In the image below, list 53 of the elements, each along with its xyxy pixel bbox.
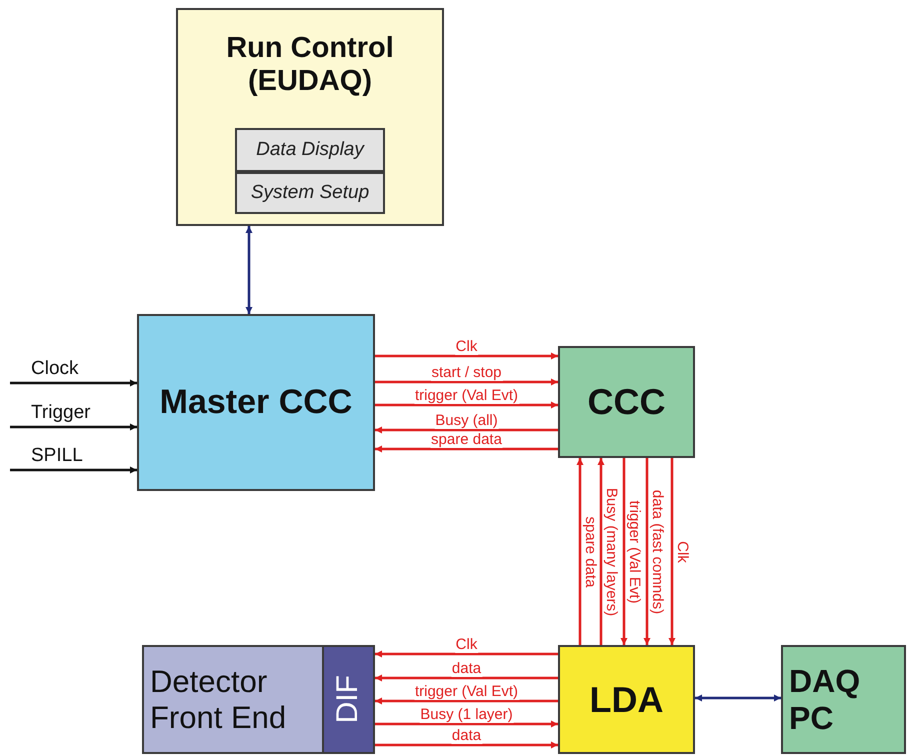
block-label: DIF: [331, 675, 366, 724]
block-label: Detector Front End: [149, 664, 288, 736]
connector-arrow: [375, 378, 558, 386]
block-box: [558, 346, 695, 458]
connector-arrow: [375, 352, 558, 360]
block-box: [322, 645, 375, 754]
connector-arrow: [695, 694, 781, 702]
block-box: [142, 645, 375, 754]
block-label: Data Display: [255, 139, 366, 161]
connector-arrow: [375, 402, 558, 408]
connector-arrow: [10, 466, 137, 474]
block-box: [176, 8, 444, 226]
edge-label: Busy (many layers): [603, 486, 619, 617]
edge-label: Clk: [454, 339, 478, 355]
edge-label: start / stop: [430, 365, 503, 381]
block-label: Run Control (EUDAQ): [225, 32, 395, 99]
block-box: [235, 172, 385, 214]
connector-arrow: [375, 426, 558, 434]
connector-arrow: [598, 458, 604, 645]
edge-label: trigger (Val Evt): [414, 388, 520, 404]
edge-label: trigger (Val Evt): [414, 684, 520, 700]
edge-label: data (fast comnds): [649, 488, 665, 615]
connector-arrow: [668, 458, 676, 645]
edge-label: data: [450, 728, 482, 744]
connector-arrow: [375, 698, 558, 704]
block-box: [235, 128, 385, 172]
connector-arrow: [10, 424, 137, 430]
connector-arrow: [375, 446, 558, 452]
block-box: [781, 645, 906, 754]
block-label: CCC: [586, 381, 666, 423]
edge-label: Busy (1 layer): [419, 707, 514, 723]
edge-label: Trigger: [30, 403, 92, 423]
connector-arrow: [375, 674, 558, 682]
block-box: [558, 645, 695, 754]
block-label: Master CCC: [158, 382, 354, 422]
edge-label: Busy (all): [434, 413, 499, 429]
edge-label: spare data: [582, 515, 598, 588]
edge-label: Clk: [454, 637, 478, 653]
connector-arrow: [375, 650, 558, 658]
connector-arrow: [644, 458, 650, 645]
edge-label: data: [450, 661, 482, 677]
connector-arrow: [576, 458, 584, 645]
block-label: LDA: [588, 678, 664, 720]
block-label: System Setup: [250, 182, 370, 204]
edge-label: trigger (Val Evt): [626, 498, 642, 604]
connector-arrow: [10, 380, 137, 386]
block-label: DAQ PC: [788, 662, 862, 736]
connector-arrow: [620, 458, 628, 645]
block-box: [137, 314, 375, 491]
connector-arrow: [375, 742, 558, 748]
connector-arrow: [246, 226, 252, 314]
edge-label: spare data: [430, 432, 503, 448]
connector-arrow: [375, 720, 558, 728]
